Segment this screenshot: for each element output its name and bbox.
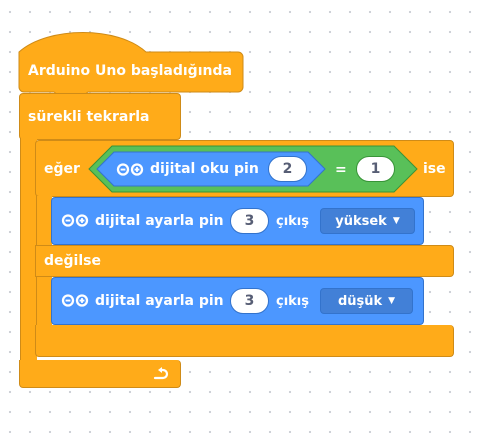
if-label: eğer — [44, 161, 80, 177]
loop-arrow-icon — [153, 367, 169, 380]
digital-read-label: dijital oku pin — [150, 161, 259, 177]
arduino-infinity-icon — [61, 214, 89, 227]
digital-read-block-shape[interactable] — [96, 151, 326, 187]
state-dropdown-value: yüksek — [335, 213, 387, 229]
if-block-bottom — [35, 325, 454, 357]
hat-block-label: Arduino Uno başladığında — [28, 63, 232, 79]
read-pin-input[interactable]: 2 — [268, 156, 307, 182]
equals-operator-label: = — [335, 162, 347, 178]
caret-down-icon: ▼ — [392, 216, 400, 226]
state-dropdown-low[interactable]: düşük ▼ — [320, 288, 413, 314]
forever-block-bottom — [19, 360, 181, 388]
arduino-infinity-icon — [116, 163, 144, 176]
digital-write-label: dijital ayarla pin — [95, 213, 224, 229]
right-value-input[interactable]: 1 — [356, 156, 395, 182]
forever-block[interactable] — [19, 93, 181, 140]
else-section — [35, 245, 454, 277]
arduino-infinity-icon — [61, 294, 89, 307]
else-label: değilse — [44, 253, 101, 269]
caret-down-icon: ▼ — [388, 296, 396, 306]
state-dropdown-value: düşük — [337, 293, 383, 309]
then-label: ise — [423, 161, 446, 177]
digital-write-label: dijital ayarla pin — [95, 293, 224, 309]
hat-block-shape[interactable] — [18, 28, 244, 94]
output-label-high: çıkış — [276, 214, 310, 229]
write-pin-input-high[interactable]: 3 — [230, 208, 269, 234]
forever-block-label: sürekli tekrarla — [28, 109, 150, 125]
output-label-low: çıkış — [276, 294, 310, 309]
write-pin-input-low[interactable]: 3 — [230, 288, 269, 314]
state-dropdown-high[interactable]: yüksek ▼ — [320, 208, 415, 234]
forever-block-arm — [20, 138, 37, 368]
